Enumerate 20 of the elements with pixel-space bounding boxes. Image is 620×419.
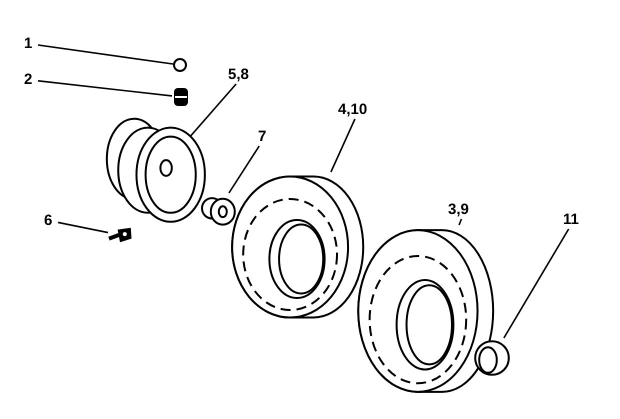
leader-line: [38, 44, 174, 65]
callout-number: 2: [24, 71, 38, 89]
nut-drawing: [173, 58, 187, 72]
leader-line: [503, 228, 570, 338]
leader-line: [228, 146, 260, 194]
valve-stem-drawing: [108, 226, 132, 244]
leader-line: [38, 80, 172, 97]
callout-number: 3,9: [448, 201, 482, 219]
leader-line: [330, 118, 356, 172]
callout-number: 4,10: [338, 101, 380, 119]
lock-nut-drawing: [172, 86, 190, 108]
leader-line: [458, 218, 462, 226]
callout-number: 1: [24, 35, 38, 53]
callout-number: 6: [44, 212, 58, 230]
hub-cap-drawing: [472, 338, 512, 378]
leader-line: [58, 222, 108, 234]
callout-number: 11: [563, 211, 585, 229]
callout-number: 7: [258, 128, 272, 146]
leader-line: [189, 83, 237, 138]
callout-number: 5,8: [228, 66, 260, 84]
